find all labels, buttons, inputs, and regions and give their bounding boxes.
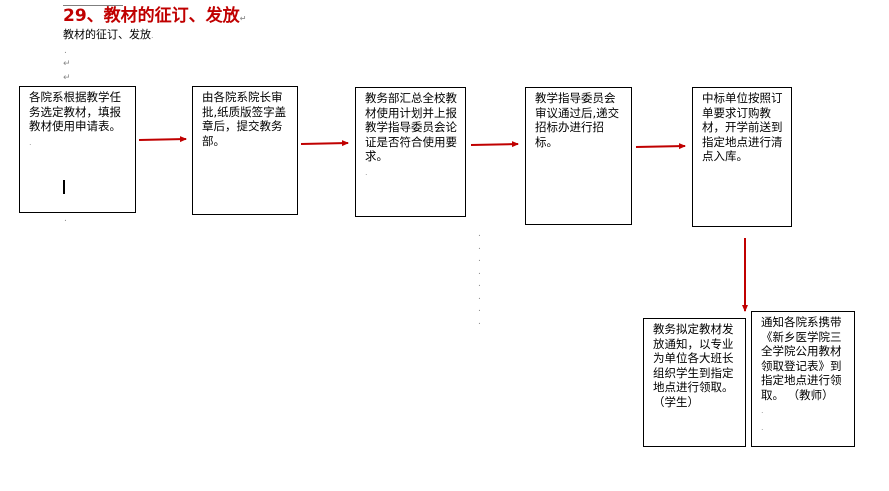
step-text: 各院系根据教学任务选定教材，填报教材使用申请表。 bbox=[29, 90, 121, 133]
step-box-2: 由各院系院长审批,纸质版签字盖章后，提交教务部。 bbox=[192, 86, 298, 215]
arrow-4-to-5 bbox=[635, 143, 686, 150]
paragraph-mark: . bbox=[64, 214, 67, 224]
paragraph-mark: ↵ bbox=[239, 14, 247, 23]
step-text: 教务部汇总全校教材使用计划并上报教学指导委员会论证是否符合使用要求。 bbox=[365, 91, 457, 163]
header-rule bbox=[63, 5, 123, 6]
step-box-3: 教务部汇总全校教材使用计划并上报教学指导委员会论证是否符合使用要求。 . bbox=[355, 87, 466, 217]
arrow-1-to-2 bbox=[138, 136, 187, 143]
paragraph-mark: . bbox=[761, 422, 764, 432]
step-text: 教学指导委员会审议通过后,递交招标办进行招标。 bbox=[535, 91, 620, 149]
step-box-5: 中标单位按照订单要求订购教材，开学前送到指定地点进行清点入库。 bbox=[692, 87, 792, 227]
paragraph-mark: . bbox=[151, 31, 154, 40]
branch-box-teachers: 通知各院系携带《新乡医学院三全学院公用教材领取登记表》到指定地点进行领取。 （教… bbox=[751, 311, 855, 447]
step-text: 中标单位按照订单要求订购教材，开学前送到指定地点进行清点入库。 bbox=[702, 91, 783, 163]
step-box-4: 教学指导委员会审议通过后,递交招标办进行招标。 bbox=[525, 87, 632, 225]
arrow-2-to-3 bbox=[300, 140, 349, 147]
paragraph-mark: . bbox=[64, 46, 67, 56]
step-box-1: 各院系根据教学任务选定教材，填报教材使用申请表。 . bbox=[19, 86, 136, 213]
paragraph-mark: ↵ bbox=[63, 59, 71, 69]
subtitle: 教材的征订、发放. bbox=[63, 28, 154, 41]
paragraph-mark: . bbox=[29, 137, 32, 147]
step-text: 由各院系院长审批,纸质版签字盖章后，提交教务部。 bbox=[202, 90, 287, 148]
branch-box-students: 教务拟定教材发放通知，以专业为单位各大班长组织学生到指定地点进行领取。（学生） bbox=[643, 318, 746, 447]
page-title: 29、教材的征订、发放↵ bbox=[63, 6, 247, 26]
paragraph-mark: . bbox=[365, 167, 368, 177]
branch-text: 通知各院系携带《新乡医学院三全学院公用教材领取登记表》到指定地点进行领取。 （教… bbox=[761, 315, 842, 402]
paragraph-mark: . bbox=[761, 406, 764, 415]
paragraph-mark-column: ........ bbox=[478, 229, 481, 327]
arrow-3-to-4 bbox=[470, 141, 519, 148]
text-cursor bbox=[63, 180, 65, 194]
paragraph-mark: ↵ bbox=[63, 73, 71, 83]
branch-text: 教务拟定教材发放通知，以专业为单位各大班长组织学生到指定地点进行领取。（学生） bbox=[653, 322, 734, 409]
